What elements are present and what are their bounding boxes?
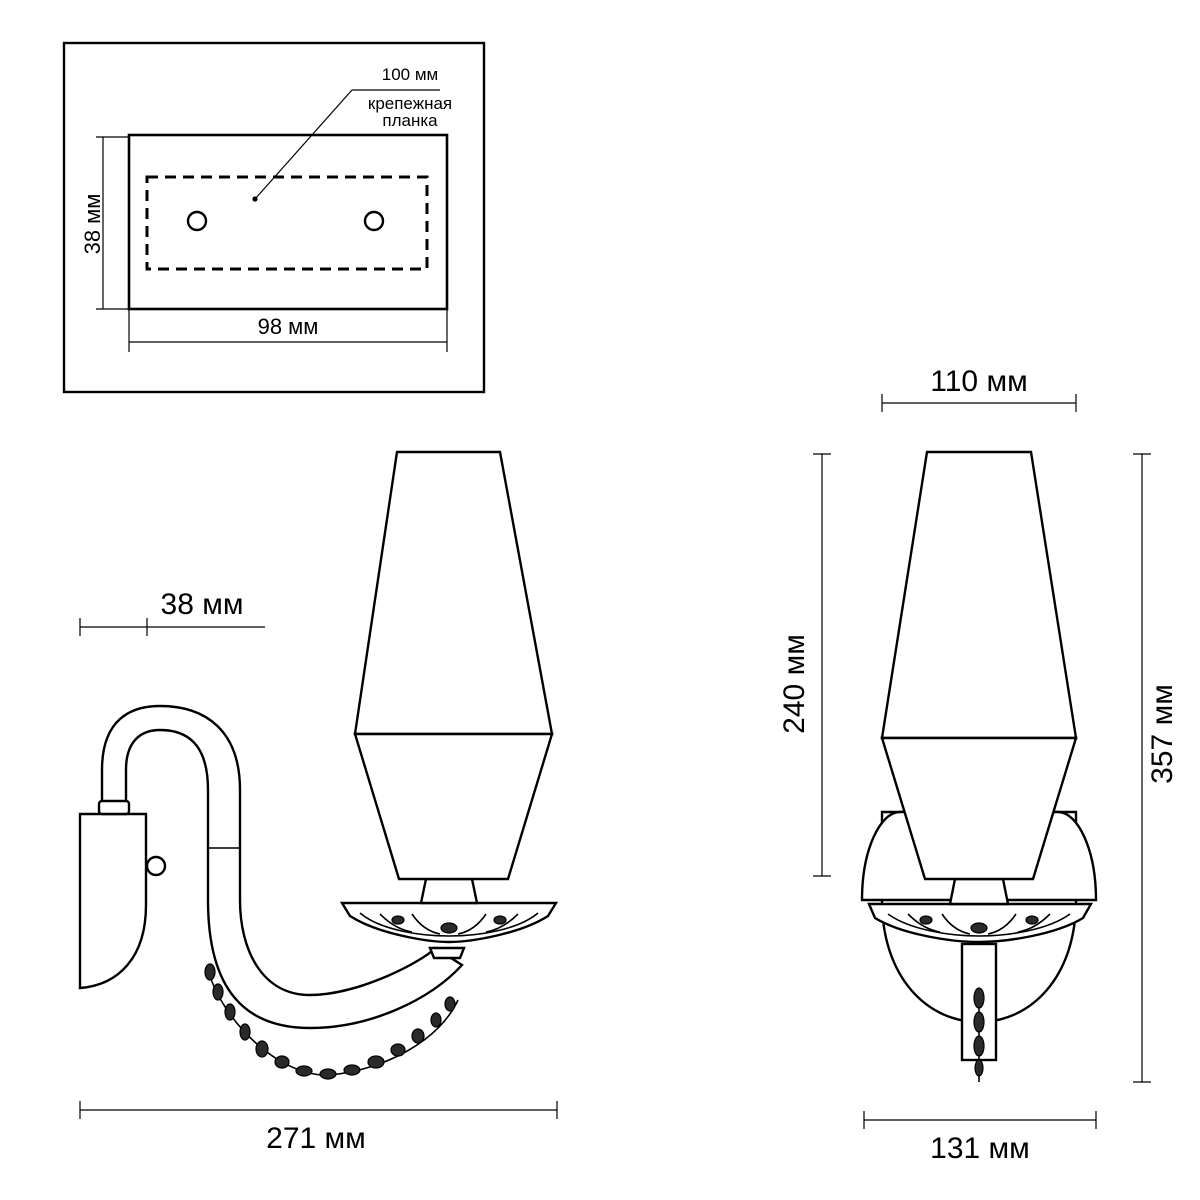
- bracket-cap: [97, 799, 131, 816]
- backplate-outline: [127, 133, 449, 311]
- front-view: 110 мм 240 мм: [778, 365, 1179, 1165]
- callout-label-line2: планка: [382, 111, 438, 130]
- callout-leader: [254, 89, 353, 200]
- side-cup-stem: [428, 946, 466, 960]
- total-height-label: 357 мм: [1146, 684, 1179, 784]
- front-shade-lower: [880, 736, 1078, 881]
- front-shade-upper: [880, 450, 1078, 740]
- plate-width-label: 98 мм: [258, 314, 319, 339]
- plate-height-label: 38 мм: [80, 194, 105, 255]
- side-shade-lower: [353, 732, 554, 881]
- front-dish-ornament: [887, 913, 1071, 937]
- side-width-label: 271 мм: [266, 1122, 366, 1155]
- mounting-plate-detail: 100 мм крепежная планка 38 мм 98 мм: [62, 41, 486, 394]
- front-socket-collar: [948, 877, 1010, 906]
- bracket-knob: [145, 855, 167, 877]
- base-width-label: 131 мм: [930, 1132, 1030, 1165]
- projection-label: 38 мм: [161, 588, 244, 621]
- side-view: 38 мм: [78, 450, 559, 1155]
- bead-chain-side: [204, 963, 459, 1080]
- side-shade-upper: [353, 450, 554, 736]
- screw-hole-right: [363, 210, 385, 232]
- mounting-bracket-dashed: [145, 175, 429, 271]
- screw-spacing-label: 100 мм: [382, 65, 438, 84]
- shade-height-label: 240 мм: [778, 634, 811, 734]
- front-bead-drop: [973, 987, 985, 1082]
- side-dish-ornament: [359, 912, 539, 937]
- screw-hole-left: [186, 210, 208, 232]
- side-wall-bracket: [78, 812, 148, 990]
- callout-label-line1: крепежная: [368, 94, 452, 113]
- side-socket-collar: [419, 877, 479, 905]
- shade-width-label: 110 мм: [930, 365, 1027, 398]
